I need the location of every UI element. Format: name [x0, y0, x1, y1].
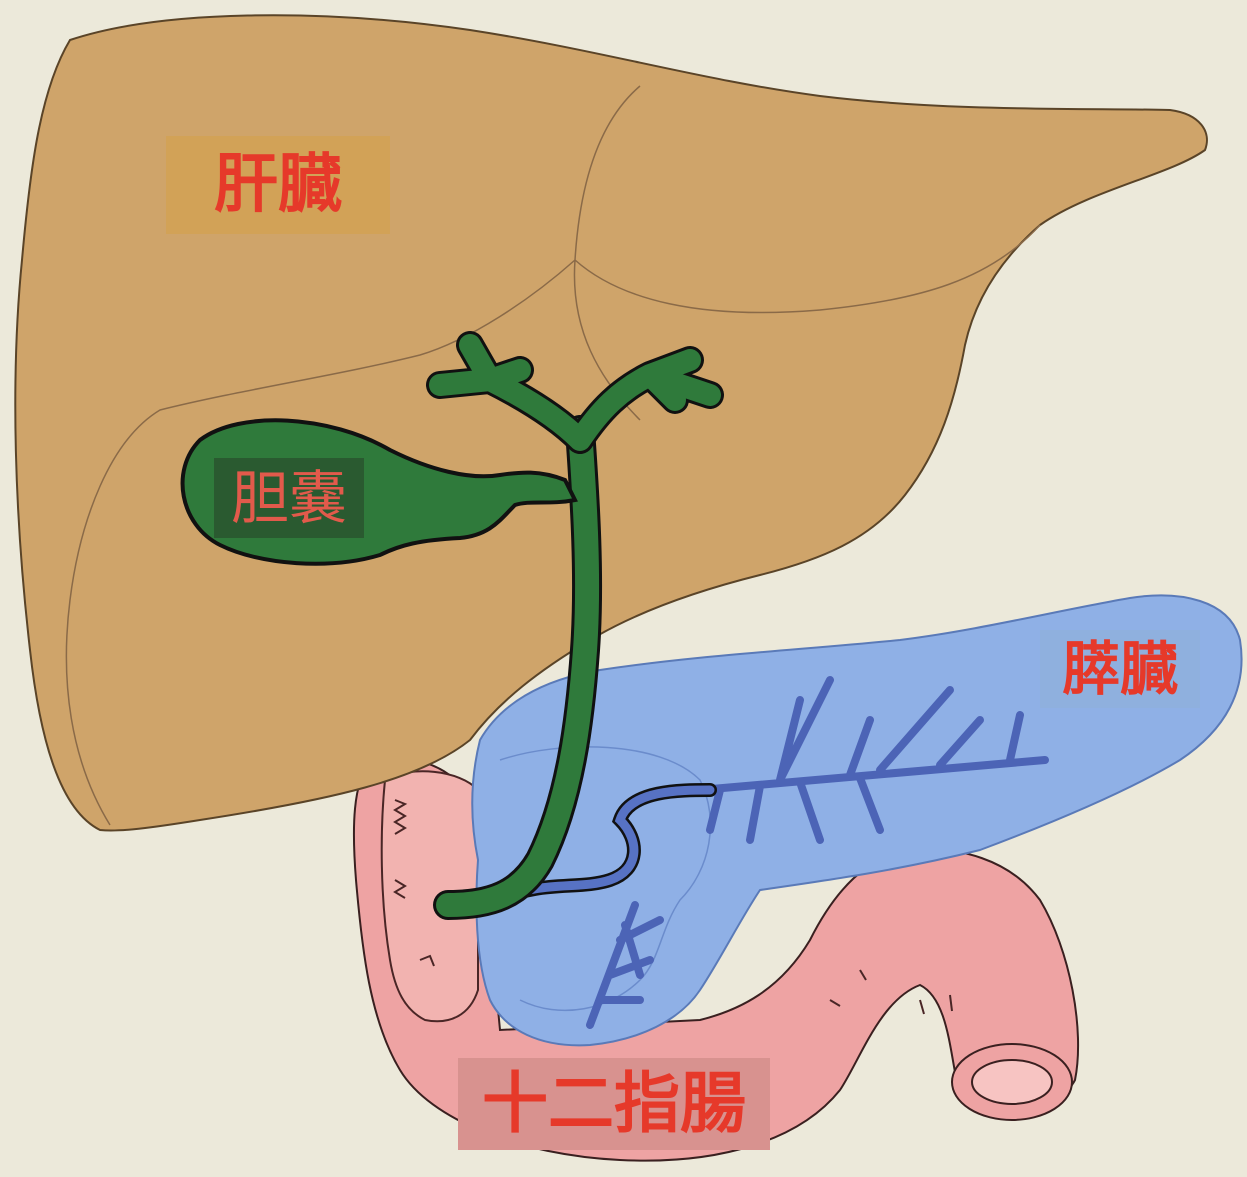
pancreas-label: 膵臓: [1040, 630, 1200, 708]
gallbladder-label: 胆嚢: [214, 458, 364, 538]
liver-label: 肝臓: [166, 136, 390, 234]
duodenum-lumen: [972, 1060, 1052, 1104]
duodenum-label: 十二指腸: [458, 1058, 770, 1150]
